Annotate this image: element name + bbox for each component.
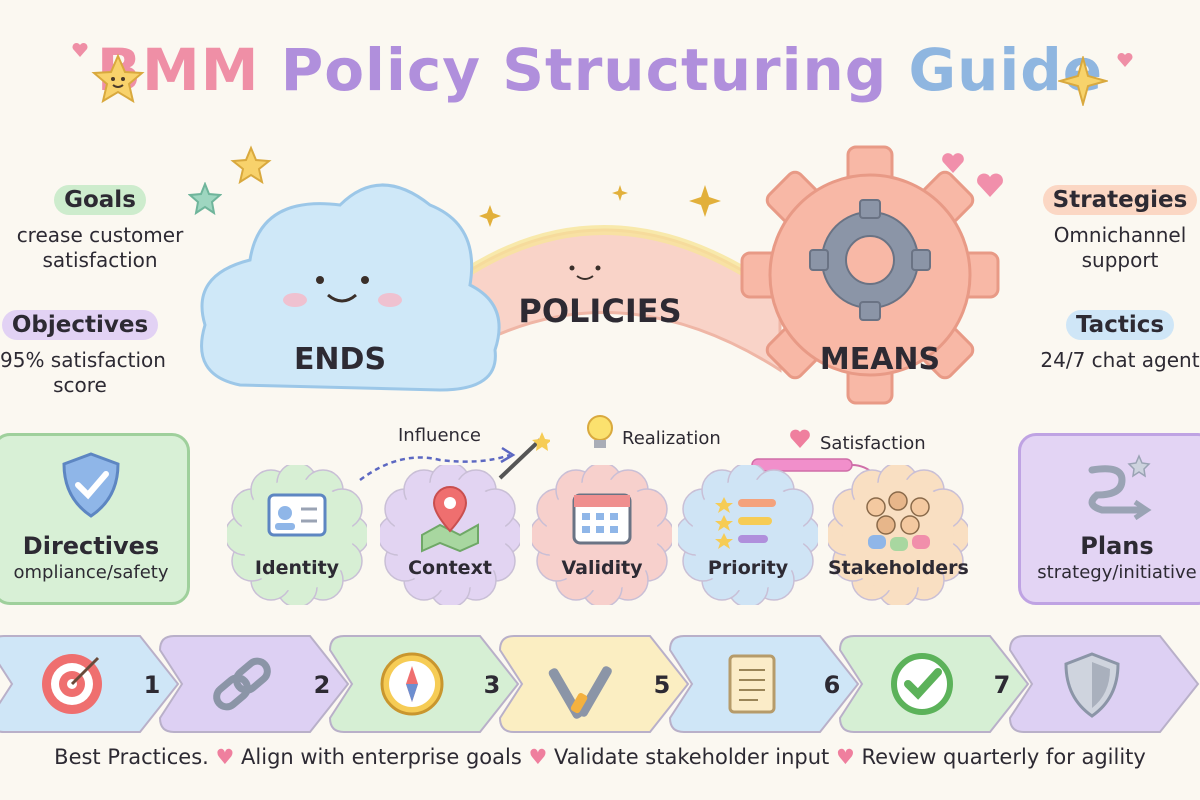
influence-label: Influence (398, 425, 481, 446)
tools-icon (548, 666, 612, 719)
strategies-text-line-1: Omnichannel (1053, 223, 1187, 247)
step-2: 2 (158, 635, 350, 733)
plans-subtitle: strategy/initiative (1037, 562, 1197, 583)
heart-icon (790, 429, 810, 448)
step-6: 7 (838, 635, 1030, 733)
plans-title: Plans (1080, 532, 1154, 560)
lightbulb-icon (587, 415, 613, 448)
heart-icon (1117, 52, 1133, 67)
ends-label: ENDS (293, 342, 387, 377)
policies-label: POLICIES (518, 292, 682, 330)
target-icon (42, 654, 102, 714)
heart-icon (72, 42, 88, 57)
priority-list-icon (715, 497, 776, 549)
step-7 (1008, 635, 1200, 733)
best-practices-footer: Best Practices. ♥ Align with enterprise … (0, 745, 1200, 769)
winding-path-icon (1088, 454, 1152, 521)
chain-link-icon (213, 657, 271, 711)
scroll-icon (728, 654, 776, 714)
plans-card: Plans strategy/initiative (1018, 433, 1200, 605)
step-number: 2 (314, 671, 331, 699)
page-title: BMM Policy Structuring Guide (96, 36, 1104, 104)
goals-text-line-1: crease customer (16, 223, 184, 247)
shield-icon (1064, 652, 1120, 718)
directives-subtitle: ompliance/safety (13, 562, 169, 583)
heart-icon (977, 173, 1003, 197)
id-card-icon (267, 493, 327, 537)
realization-label: Realization (622, 428, 721, 449)
tactics-label: Tactics (1065, 310, 1175, 340)
star-face-icon (230, 145, 272, 185)
sparkle-icon (479, 205, 501, 227)
heart-icon: ♥ (215, 745, 235, 769)
policy-element-priority: Priority (678, 465, 818, 605)
steps-chevrons: 1 2 3 5 6 7 (0, 635, 1200, 733)
magic-wand-icon (498, 438, 542, 480)
means-gear (740, 145, 1000, 405)
compass-icon (380, 652, 444, 716)
means-label: MEANS (819, 342, 941, 377)
policy-element-label: Validity (561, 557, 643, 579)
directives-title: Directives (22, 532, 160, 560)
step-number: 7 (994, 671, 1011, 699)
policy-element-label: Context (408, 557, 492, 579)
objectives-section: Objectives 95% satisfaction score (0, 310, 166, 398)
step-number: 1 (144, 671, 161, 699)
shield-check-icon (62, 452, 120, 518)
step-number: 3 (484, 671, 501, 699)
step-1: 1 (0, 635, 180, 733)
policy-element-label: Stakeholders (828, 557, 969, 579)
footer-item: Validate stakeholder input (554, 745, 830, 769)
step-5: 6 (668, 635, 860, 733)
policy-element-label: Priority (707, 557, 789, 579)
policy-element-context: Context (380, 465, 520, 605)
strategies-label: Strategies (1042, 185, 1198, 215)
tactics-text-line-1: 24/7 chat agent (1040, 348, 1200, 372)
policy-element-label: Identity (254, 557, 340, 579)
star-face-icon (91, 53, 145, 104)
calendar-icon (572, 493, 632, 545)
best-practices-label: Best Practices. (54, 745, 209, 769)
strategies-text-line-2: support (1081, 248, 1159, 272)
star-icon (188, 182, 222, 216)
step-3: 3 (328, 635, 520, 733)
people-group-icon (866, 491, 930, 551)
checkmark-icon (891, 653, 953, 715)
policies-bridge (431, 225, 783, 373)
footer-item: Align with enterprise goals (241, 745, 522, 769)
step-4: 5 (498, 635, 690, 733)
map-pin-icon (421, 486, 479, 553)
policy-element-validity: Validity (532, 465, 672, 605)
sparkle-icon (612, 185, 628, 201)
step-number: 5 (654, 671, 671, 699)
directives-card: Directives ompliance/safety (0, 433, 190, 605)
heart-icon (942, 153, 964, 173)
tactics-section: Tactics 24/7 chat agent (1040, 310, 1200, 373)
strategies-section: Strategies Omnichannel support (1040, 185, 1200, 273)
step-number: 6 (824, 671, 841, 699)
satisfaction-label: Satisfaction (820, 433, 926, 454)
goals-section: Goals crease customer satisfaction (0, 185, 200, 273)
goals-text-line-2: satisfaction (42, 248, 158, 272)
objectives-text-line-2: score (53, 373, 107, 397)
sparkle-icon (689, 185, 721, 217)
goals-label: Goals (54, 185, 146, 215)
footer-item: Review quarterly for agility (861, 745, 1146, 769)
policy-element-identity: Identity (227, 465, 367, 605)
objectives-text-line-1: 95% satisfaction (0, 348, 166, 372)
objectives-label: Objectives (1, 310, 159, 340)
policy-element-stakeholders: Stakeholders (828, 465, 969, 605)
influence-arrow (359, 432, 550, 482)
heart-icon: ♥ (528, 745, 548, 769)
ends-policies-means-graphic (200, 145, 1000, 405)
ends-cloud (200, 183, 501, 392)
sparkle-icon (1058, 56, 1108, 106)
heart-icon: ♥ (835, 745, 855, 769)
